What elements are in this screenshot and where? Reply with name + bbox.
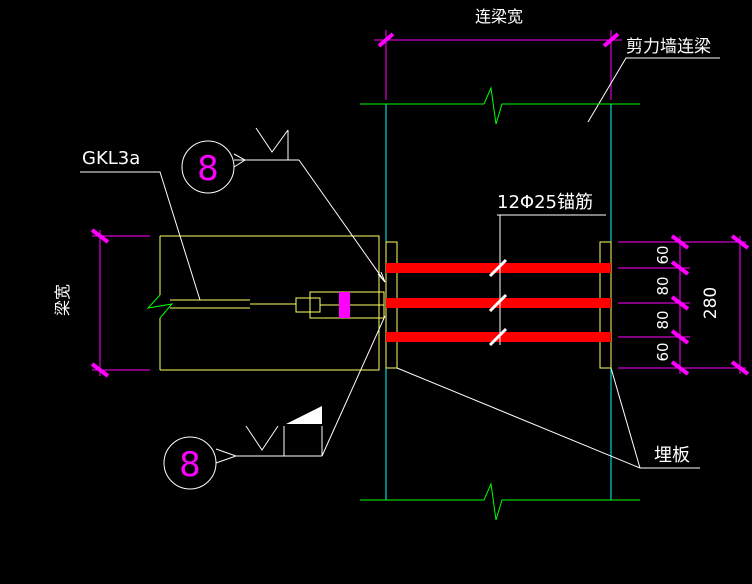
span-width-dimension [374, 30, 622, 100]
connection-bolt [339, 292, 350, 318]
embedded-plate-label: 埋板 [654, 445, 690, 466]
dim-60-top: 60 [654, 245, 672, 264]
weld-number-top: 8 [197, 149, 219, 189]
weld-symbol-top [233, 127, 386, 283]
weld-symbol-bottom [215, 315, 386, 464]
rebar-spacing-dimension [618, 234, 750, 376]
anchor-rebar-label: 12Φ25锚筋 [497, 192, 593, 213]
beam-break [146, 294, 174, 319]
beam-code-leader [80, 171, 201, 301]
shear-wall-beam-label: 剪力墙连梁 [626, 37, 711, 57]
steel-beam [159, 235, 380, 371]
break-line-bottom [360, 482, 640, 521]
embedded-plate-leader [396, 367, 700, 469]
beam-width-label: 梁宽 [53, 284, 72, 316]
dim-60-bottom: 60 [654, 342, 672, 361]
weld-number-bottom: 8 [179, 445, 201, 485]
span-width-label: 连梁宽 [475, 7, 523, 26]
beam-flange-lines [170, 299, 296, 309]
dim-total: 280 [701, 287, 721, 319]
rebar-marks [488, 258, 508, 347]
dim-80-b: 80 [654, 310, 672, 329]
break-line-top [360, 86, 640, 125]
dim-80-a: 80 [654, 276, 672, 295]
shear-wall-beam-leader [587, 57, 720, 123]
weld-flag-bottom [286, 406, 322, 424]
beam-code-label: GKL3a [82, 148, 140, 169]
beam-width-dimension [90, 228, 150, 378]
